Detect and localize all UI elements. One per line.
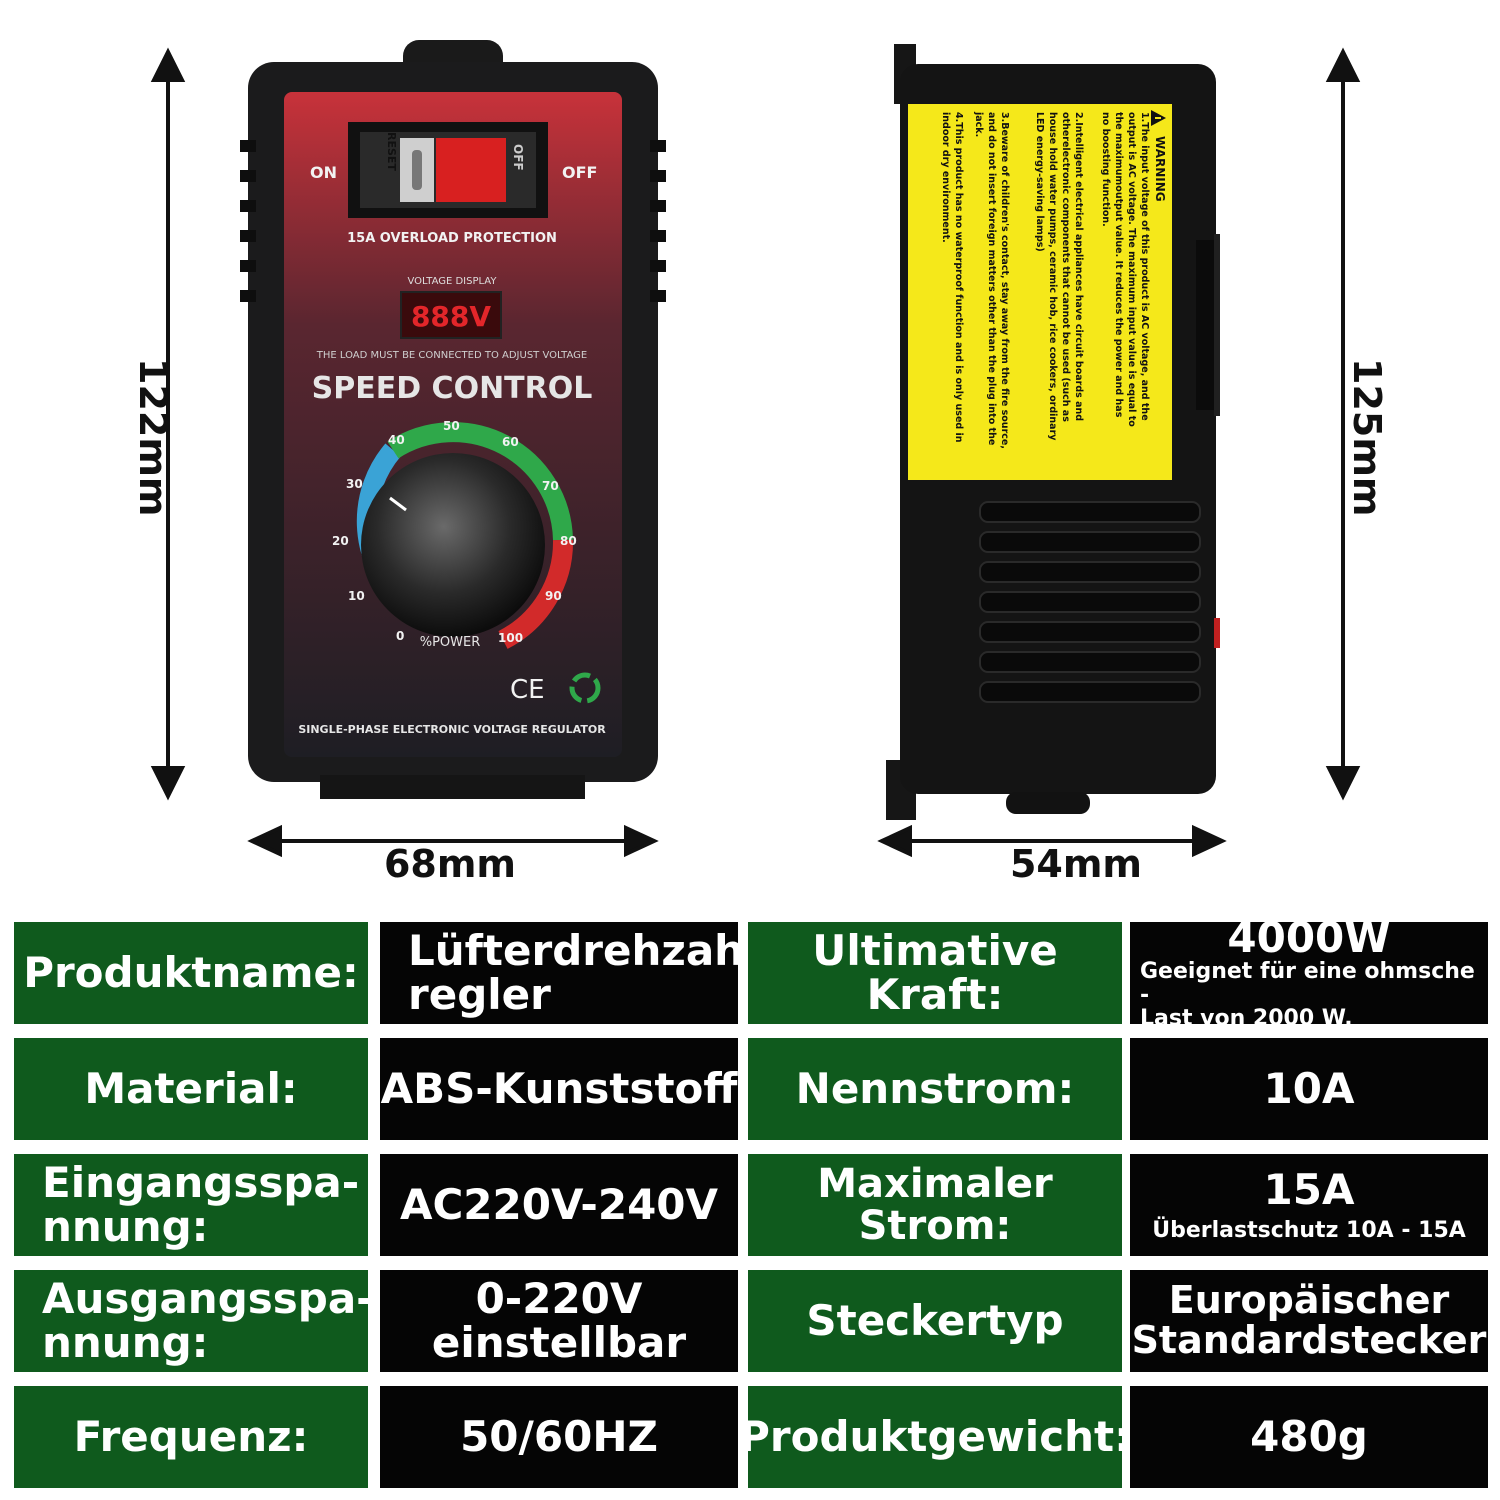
switch-rocker-off-label: OFF [511, 144, 525, 171]
spec-label-frequenz: Frequenz: [14, 1386, 368, 1488]
warning-line-3: the maximumoutput value. It reduces the … [1113, 112, 1124, 418]
overload-label: 15A OVERLOAD PROTECTION [347, 231, 557, 246]
indicator-light [1214, 618, 1220, 648]
warning-line-12: 4.This product has no waterproof functio… [953, 112, 964, 443]
spec-value-produktname: Lüfterdrehzahl- regler [380, 922, 776, 1024]
spec-value-maximaler-strom-sub: Überlastschutz 10A - 15A [1152, 1217, 1466, 1243]
warning-title: WARNING [1153, 136, 1167, 202]
spec-label-ultimative-kraft: Ultimative Kraft: [748, 922, 1122, 1024]
spec-value-nennstrom: 10A [1130, 1038, 1488, 1140]
recycle-icon [569, 672, 601, 704]
spec-value-ultimative-kraft: 4000W Geeignet für eine ohmsche - Last v… [1130, 916, 1488, 1030]
warning-line-10: and do not insert foreign matters other … [986, 112, 997, 445]
warning-line-2: output is AC voltage. The maximum input … [1126, 112, 1137, 427]
side-width-label: 54mm [1009, 842, 1143, 886]
speed-control-title: SPEED CONTROL [312, 371, 593, 406]
spec-value-maximaler-strom-main: 15A [1263, 1165, 1355, 1215]
power-dial [356, 422, 574, 649]
spec-value-material: ABS-Kunststoff [380, 1038, 738, 1140]
load-note: THE LOAD MUST BE CONNECTED TO ADJUST VOL… [316, 350, 588, 361]
dial-tick-40: 40 [388, 433, 405, 447]
warning-line-5: 2.Intelligent electrical appliances have… [1073, 112, 1084, 421]
voltage-display-label: VOLTAGE DISPLAY [408, 276, 498, 287]
spec-label-nennstrom: Nennstrom: [748, 1038, 1122, 1140]
regulator-label: SINGLE-PHASE ELECTRONIC VOLTAGE REGULATO… [298, 723, 606, 736]
warning-icon [1151, 110, 1166, 126]
vent-slots [979, 501, 1201, 703]
warning-line-7: house hold water pumps, ceramic hob, ric… [1047, 112, 1058, 441]
spec-label-produktgewicht: Produktgewicht: [739, 1386, 1131, 1488]
side-ribs [240, 140, 666, 302]
spec-value-steckertyp: Europäischer Standardstecker [1130, 1270, 1488, 1372]
spec-value-ultimative-kraft-sub: Geeignet für eine ohmsche - Last von 200… [1140, 959, 1475, 1031]
dial-tick-30: 30 [346, 477, 363, 491]
warning-line-4: no boosting function. [1100, 112, 1111, 227]
spec-label-ausgangsspannung: Ausgangsspa- nnung: [14, 1270, 374, 1372]
spec-value-ausgangsspannung: 0-220V einstellbar [380, 1270, 738, 1372]
switch-reset-label: RESET [385, 132, 398, 171]
voltage-display-digits: 888V [411, 300, 491, 333]
dial-tick-50: 50 [443, 419, 460, 433]
warning-label [908, 104, 1172, 480]
ce-mark: CE [510, 675, 545, 705]
dial-ticks: 0 10 20 30 40 50 60 70 80 90 100 [332, 419, 577, 645]
dial-tick-100: 100 [498, 631, 523, 645]
spec-label-material: Material: [14, 1038, 368, 1140]
dial-tick-80: 80 [560, 534, 577, 548]
dimension-arrows [150, 47, 1361, 858]
warning-line-6: otherelectronic components that cannot b… [1060, 112, 1071, 422]
dial-power-label: %POWER [420, 635, 481, 650]
front-device: ON OFF RESET OFF 15A OVERLOAD PROTECTION… [240, 40, 666, 799]
spec-value-maximaler-strom: 15A Überlastschutz 10A - 15A [1130, 1154, 1488, 1256]
spec-value-eingangsspannung: AC220V-240V [380, 1154, 738, 1256]
dial-tick-10: 10 [348, 589, 365, 603]
front-width-label: 68mm [383, 842, 517, 886]
dial-tick-70: 70 [542, 479, 559, 493]
warning-line-13: indoor dry environment. [940, 112, 951, 243]
warning-line-1: 1.The input voltage of this product is A… [1139, 112, 1150, 421]
dial-tick-0: 0 [396, 629, 404, 643]
dial-tick-60: 60 [502, 435, 519, 449]
dial-tick-20: 20 [332, 534, 349, 548]
warning-line-8: LED energy-saving lamps) [1034, 112, 1045, 252]
spec-value-frequenz: 50/60HZ [380, 1386, 738, 1488]
spec-value-ultimative-kraft-main: 4000W [1227, 913, 1391, 963]
side-device: WARNING 1.The input voltage of this prod… [886, 44, 1220, 820]
switch-off-label: OFF [562, 163, 597, 182]
warning-line-9: 3.Beware of children's contact, stay awa… [999, 112, 1010, 449]
spec-label-steckertyp: Steckertyp [748, 1270, 1122, 1372]
warning-line-11: jack. [973, 111, 984, 137]
spec-value-produktgewicht: 480g [1130, 1386, 1488, 1488]
dial-tick-90: 90 [545, 589, 562, 603]
switch-on-label: ON [310, 163, 337, 182]
spec-label-eingangsspannung: Eingangsspa- nnung: [14, 1154, 368, 1256]
spec-label-produktname: Produktname: [14, 922, 368, 1024]
spec-label-maximaler-strom: Maximaler Strom: [748, 1154, 1122, 1256]
